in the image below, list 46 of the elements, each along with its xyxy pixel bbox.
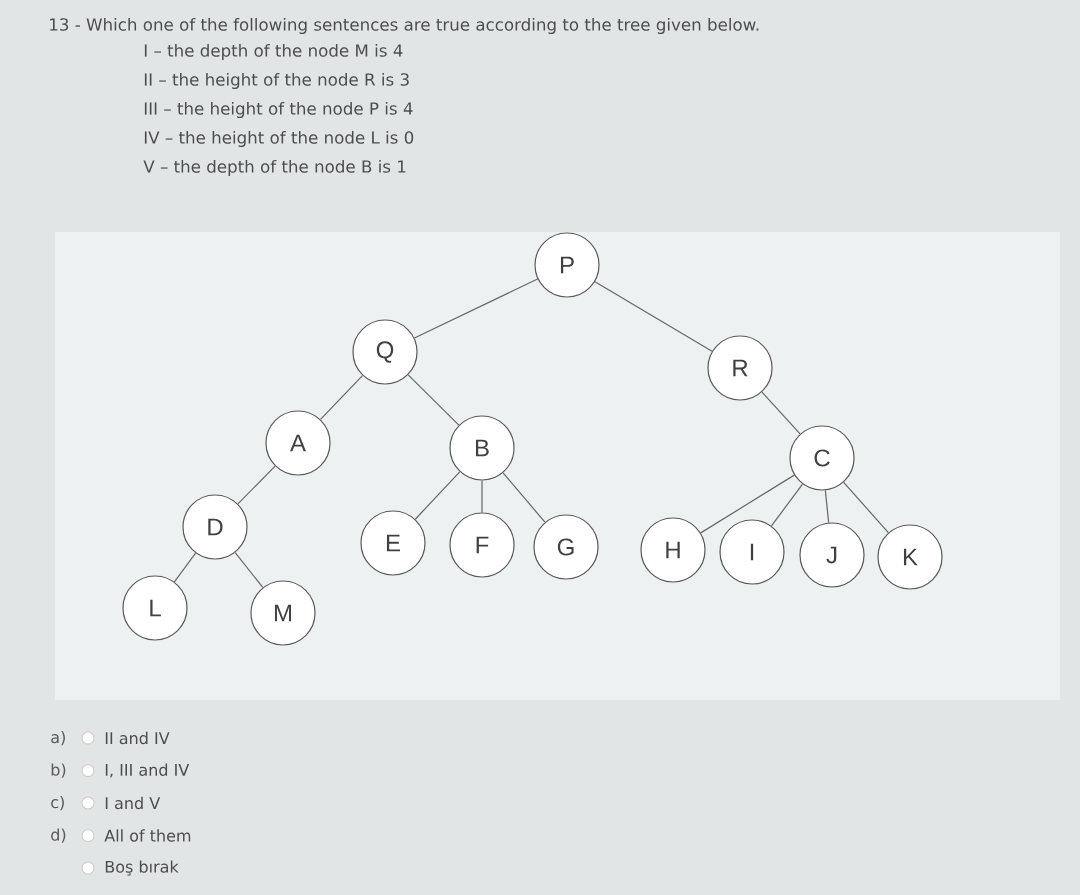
tree-edge [761,391,801,435]
question-title: 13 - Which one of the following sentences are true according to the tree given below. [50,17,759,35]
tree-edge [502,472,546,523]
tree-edge [770,483,804,527]
tree-edge [319,374,364,421]
tree-node: Q [352,319,418,385]
tree-node: A [265,410,331,476]
statement-text: IV – the height of the node L is 0 [144,130,414,148]
tree-node: K [877,524,943,590]
tree-edge [843,481,889,534]
tree-edge [700,474,795,534]
tree-node: G [533,514,599,580]
tree-edge [234,552,264,589]
option-letter: b) [51,763,66,778]
statement-text: I – the depth of the node M is 4 [144,43,403,61]
option-text: All of them [104,829,191,842]
tree-node: I [719,519,785,585]
tree-edge [481,480,483,513]
statement-text: II – the height of the node R is 3 [144,72,409,90]
tree-node: F [449,512,515,578]
tree-node: B [449,415,515,481]
option-letter: a) [51,730,65,746]
option-text: Boş bırak [105,860,179,876]
tree-node: P [534,232,600,298]
tree-node: M [250,580,316,646]
option-text: II and IV [105,731,170,745]
tree-edge [594,281,713,352]
option-letter: c) [51,795,64,811]
tree-edge [824,489,830,524]
statement-text: III – the height of the node P is 4 [144,101,413,119]
tree-edge [414,471,461,520]
tree-node: E [360,510,426,576]
tree-edge [413,278,539,339]
option-letter: d) [51,828,66,843]
tree-edge [407,374,460,426]
option-text: I and V [105,796,161,810]
statement-text: V – the depth of the node B is 1 [143,159,406,177]
tree-node: C [789,425,855,491]
tree-node: J [799,522,865,588]
tree-node: L [122,575,188,641]
tree-node: D [182,494,248,560]
option-text: I, III and IV [105,763,190,778]
tree-node: R [707,335,773,401]
tree-node: H [640,517,706,583]
tree-edge [173,552,197,583]
tree-edge [237,465,276,505]
